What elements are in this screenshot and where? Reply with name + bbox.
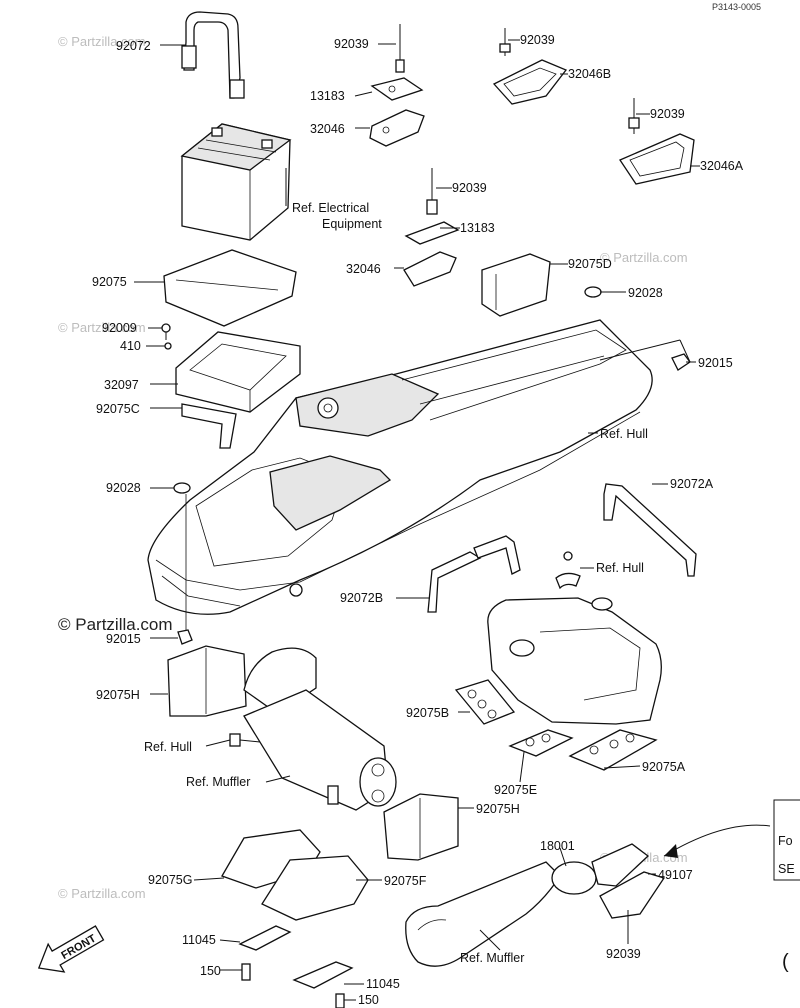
pad-92075A-drawing xyxy=(568,729,658,771)
label-92015-left: 92015 xyxy=(106,632,141,646)
label-92039-upper-right: 92039 xyxy=(520,33,555,47)
hull-clip-drawing xyxy=(555,551,581,590)
label-92075C: 92075C xyxy=(96,402,140,416)
exhaust-pipe-drawing xyxy=(405,843,666,967)
note-box: Fo SE ( xyxy=(663,799,800,973)
label-32097: 32097 xyxy=(104,378,139,392)
grommet-left xyxy=(173,482,193,645)
label-92009: 92009 xyxy=(102,321,137,335)
bolts-150-drawing xyxy=(241,963,345,1008)
label-92028-left: 92028 xyxy=(106,481,141,495)
hull-drawing xyxy=(147,319,653,632)
upper-bracket-set-c xyxy=(619,98,695,185)
label-ref-hull-clip: Ref. Hull xyxy=(596,561,644,575)
label-92072: 92072 xyxy=(116,39,151,53)
pad-92075H-right-drawing xyxy=(383,793,459,861)
label-92075H-right: 92075H xyxy=(476,802,520,816)
upper-bracket-set-b xyxy=(492,28,568,105)
label-11045-right: 11045 xyxy=(366,977,400,991)
svg-text:© Partzilla.com: © Partzilla.com xyxy=(58,886,146,901)
svg-text:© Partzilla.com: © Partzilla.com xyxy=(600,250,688,265)
battery-drawing xyxy=(180,123,292,241)
label-150-right: 150 xyxy=(358,993,379,1007)
label-ref-hull-right: Ref. Hull xyxy=(600,427,648,441)
pad-92075E-drawing xyxy=(508,729,574,757)
label-150-left: 150 xyxy=(200,964,221,978)
label-18001: 18001 xyxy=(540,839,575,853)
label-92015-right: 92015 xyxy=(698,356,733,370)
fuel-tank-drawing xyxy=(487,597,662,725)
label-92072B: 92072B xyxy=(340,591,383,605)
brackets-11045-drawing xyxy=(238,925,354,989)
screw-and-washer-drawing xyxy=(161,323,172,350)
label-92075H-left: 92075H xyxy=(96,688,140,702)
label-92072A: 92072A xyxy=(670,477,714,491)
label-ref-muffler-bottom: Ref. Muffler xyxy=(460,951,524,965)
muffler-drawing xyxy=(229,647,397,811)
grommets-right xyxy=(584,286,691,371)
pad-92075D-drawing xyxy=(481,253,551,317)
pad-92075H-left-drawing xyxy=(167,645,247,717)
label-32046B: 32046B xyxy=(568,67,611,81)
svg-text:SE: SE xyxy=(778,862,795,876)
label-ref-hull-left: Ref. Hull xyxy=(144,740,192,754)
label-32046-top: 32046 xyxy=(310,122,345,136)
label-92028-right: 92028 xyxy=(628,286,663,300)
upper-bracket-set-d xyxy=(403,168,460,287)
label-92039-middle: 92039 xyxy=(452,181,487,195)
ref-code: P3143-0005 xyxy=(712,2,761,12)
label-49107: 49107 xyxy=(658,868,693,882)
label-92075D: 92075D xyxy=(568,257,612,271)
label-13183-middle: 13183 xyxy=(460,221,495,235)
front-direction-marker: FRONT xyxy=(37,925,105,973)
label-92075E: 92075E xyxy=(494,783,537,797)
svg-text:Fo: Fo xyxy=(778,834,793,848)
label-11045-left: 11045 xyxy=(182,933,216,947)
label-32046A: 32046A xyxy=(700,159,744,173)
label-92039-top: 92039 xyxy=(334,37,369,51)
svg-text:© Partzilla.com: © Partzilla.com xyxy=(58,34,146,49)
label-ref-electrical: Ref. Electrical xyxy=(292,201,369,215)
leader-lines xyxy=(134,39,700,1001)
pad-92075B-drawing xyxy=(454,679,516,725)
upper-bracket-set-a xyxy=(369,24,425,147)
strap-92072B-drawing xyxy=(427,535,521,613)
label-ref-equipment: Equipment xyxy=(322,217,382,231)
main-watermark: © Partzilla.com xyxy=(58,615,173,634)
label-13183-top: 13183 xyxy=(310,89,345,103)
battery-mat-drawing xyxy=(163,249,297,327)
label-92075B: 92075B xyxy=(406,706,449,720)
fuel-tank-strap-drawing xyxy=(603,483,697,577)
part-labels: 92072 92039 13183 32046 92039 32046B 920… xyxy=(92,33,744,1007)
battery-strap-drawing xyxy=(181,11,245,99)
label-92075F: 92075F xyxy=(384,874,427,888)
label-92075G: 92075G xyxy=(148,873,192,887)
label-92039-bottom: 92039 xyxy=(606,947,641,961)
label-92075: 92075 xyxy=(92,275,127,289)
battery-case-drawing xyxy=(175,331,301,449)
svg-text:© Partzilla.com: © Partzilla.com xyxy=(58,320,146,335)
label-32046-middle: 32046 xyxy=(346,262,381,276)
label-92039-right: 92039 xyxy=(650,107,685,121)
svg-text:(: ( xyxy=(782,951,789,973)
label-92075A: 92075A xyxy=(642,760,686,774)
label-410: 410 xyxy=(120,339,141,353)
label-ref-muffler-center: Ref. Muffler xyxy=(186,775,250,789)
